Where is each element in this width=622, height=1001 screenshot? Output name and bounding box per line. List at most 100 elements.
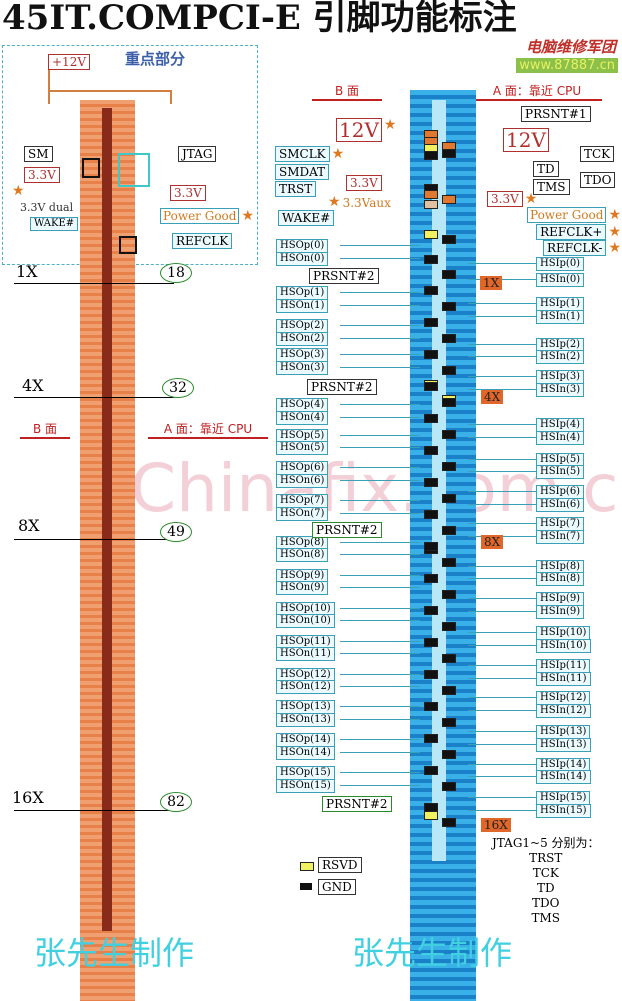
jtag-note-title: JTAG1~5 分别为： bbox=[492, 836, 600, 850]
rsvd-swatch bbox=[300, 862, 314, 871]
lead-line bbox=[468, 776, 536, 777]
smclk-label: SMCLK bbox=[275, 146, 330, 162]
pin bbox=[442, 818, 456, 827]
hsi-label: HSIp(12) bbox=[536, 691, 591, 705]
wake-label-right: WAKE# bbox=[278, 210, 335, 226]
hsi-label: HSIn(0) bbox=[536, 273, 585, 287]
hso-label: HSOn(15) bbox=[276, 779, 335, 793]
lead-line bbox=[340, 752, 420, 753]
trst-label: TRST bbox=[275, 181, 317, 197]
hsi-label: HSIn(9) bbox=[536, 605, 585, 619]
lead-line bbox=[468, 356, 536, 357]
lane-tag-4x: 4X bbox=[481, 390, 504, 404]
pin bbox=[442, 654, 456, 663]
prsnt2-label-16x: PRSNT#2 bbox=[322, 796, 392, 812]
lead-line bbox=[340, 706, 420, 707]
star-icon: ★ bbox=[608, 239, 621, 256]
lead-line bbox=[468, 491, 536, 492]
lead-line bbox=[468, 566, 536, 567]
v12-bus bbox=[48, 90, 172, 104]
pin bbox=[424, 766, 438, 775]
pin bbox=[424, 200, 438, 209]
brand-url: www.87887.cn bbox=[516, 58, 618, 73]
hso-label: HSOp(15) bbox=[276, 766, 335, 780]
hso-label: HSOp(2) bbox=[276, 319, 329, 333]
hso-label: HSOp(14) bbox=[276, 733, 335, 747]
jtag-note-item: TRST bbox=[529, 851, 563, 865]
hso-label: HSOp(1) bbox=[276, 286, 329, 300]
hso-label: HSOn(6) bbox=[276, 474, 329, 488]
hso-label: HSOn(7) bbox=[276, 507, 329, 521]
pin bbox=[442, 622, 456, 631]
v12-label-b: 12V bbox=[336, 118, 382, 142]
hso-label: HSOp(0) bbox=[276, 239, 329, 253]
author-right: 张先生制作 bbox=[352, 934, 513, 972]
hsi-label: HSIp(0) bbox=[536, 257, 585, 271]
smclk-group: SMCLK ★ bbox=[275, 146, 344, 162]
star-icon: ★ bbox=[524, 190, 538, 207]
hso-label: HSOp(13) bbox=[276, 700, 335, 714]
hsi-label: HSIn(15) bbox=[536, 804, 591, 818]
lead-line bbox=[468, 504, 536, 505]
lead-line bbox=[340, 772, 420, 773]
lead-line bbox=[468, 303, 536, 304]
lead-line bbox=[468, 645, 536, 646]
lead-line bbox=[340, 641, 420, 642]
hsi-label: HSIn(12) bbox=[536, 704, 591, 718]
refclk-minus-group: REFCLK- ★ bbox=[543, 240, 621, 256]
lead-line bbox=[468, 810, 536, 811]
refclk-plus-group: REFCLK+ ★ bbox=[536, 224, 621, 240]
pin bbox=[424, 734, 438, 743]
lead-line bbox=[340, 480, 420, 481]
pin bbox=[424, 606, 438, 615]
pin bbox=[424, 382, 438, 391]
lead-line bbox=[468, 710, 536, 711]
pin bbox=[442, 718, 456, 727]
jtag-label: JTAG bbox=[178, 146, 217, 162]
pin bbox=[442, 149, 456, 158]
lead-line bbox=[468, 632, 536, 633]
pin bbox=[442, 558, 456, 567]
lead-line bbox=[468, 344, 536, 345]
lane-4x: 4X bbox=[22, 376, 44, 395]
tck-label: TCK bbox=[580, 146, 615, 162]
pin bbox=[442, 302, 456, 311]
lane-8x: 8X bbox=[18, 516, 40, 535]
hsi-label: HSIn(8) bbox=[536, 572, 585, 586]
marker-line-8x bbox=[14, 539, 174, 540]
jtag-note: JTAG1~5 分别为： TRST TCK TD TDO TMS bbox=[492, 836, 600, 926]
tdo-label: TDO bbox=[580, 172, 616, 188]
hsi-label: HSIn(4) bbox=[536, 431, 585, 445]
lead-line bbox=[340, 417, 420, 418]
v33-label-a: 3.3V bbox=[170, 185, 206, 201]
hsi-label: HSIp(11) bbox=[536, 659, 591, 673]
lead-line bbox=[468, 263, 536, 264]
hsi-label: HSIp(15) bbox=[536, 791, 591, 805]
pin bbox=[442, 750, 456, 759]
author-left: 张先生制作 bbox=[34, 934, 195, 972]
legend-rsvd: RSVD bbox=[318, 857, 362, 873]
prsnt2-label-8x: PRSNT#2 bbox=[312, 522, 382, 538]
hso-label: HSOn(10) bbox=[276, 614, 335, 628]
hso-label: HSOn(2) bbox=[276, 332, 329, 346]
lead-line bbox=[340, 467, 420, 468]
lead-line bbox=[340, 513, 420, 514]
hsi-label: HSIn(7) bbox=[536, 530, 585, 544]
lead-line bbox=[340, 785, 420, 786]
jtag-note-item: TD bbox=[536, 881, 555, 895]
pin bbox=[442, 462, 456, 471]
lead-line bbox=[468, 697, 536, 698]
hso-label: HSOn(8) bbox=[276, 548, 329, 562]
v12-wire bbox=[48, 70, 50, 102]
smdat-label: SMDAT bbox=[275, 164, 330, 180]
lead-line bbox=[340, 354, 420, 355]
jtag-box bbox=[118, 153, 150, 187]
v33aux-group: ★ 3.3Vaux bbox=[328, 195, 391, 210]
pin bbox=[442, 366, 456, 375]
hsi-label: HSIn(6) bbox=[536, 498, 585, 512]
lead-line bbox=[340, 674, 420, 675]
brand-name: 电脑维修军团 bbox=[525, 38, 616, 56]
v33-label-b-right: 3.3V bbox=[346, 175, 382, 191]
pin bbox=[424, 286, 438, 295]
hso-label: HSOn(14) bbox=[276, 746, 335, 760]
